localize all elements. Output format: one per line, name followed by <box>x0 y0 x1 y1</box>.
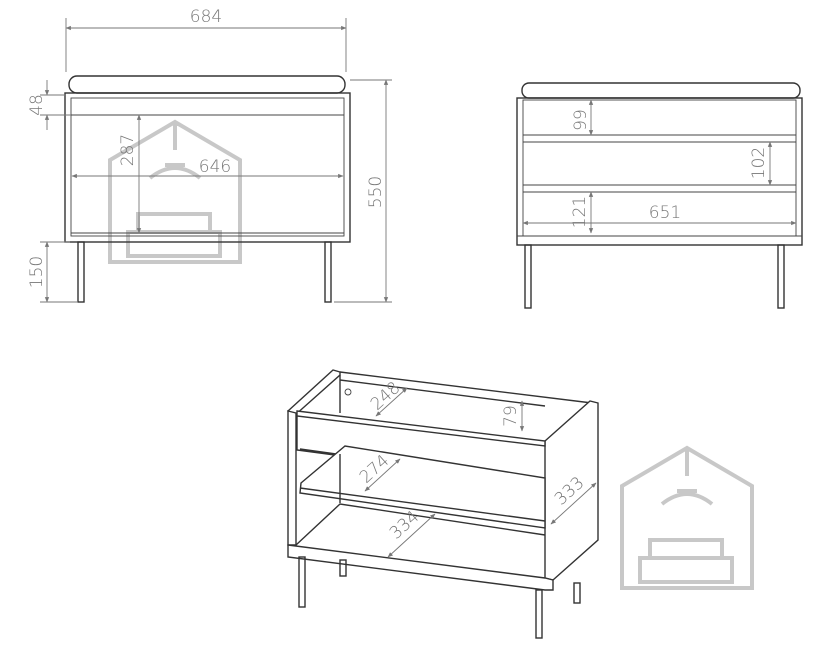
dim-bottom-compartment: 121 <box>570 196 590 228</box>
dim-middle-compartment: 102 <box>749 147 769 179</box>
back-view: 99 102 121 651 <box>516 82 803 309</box>
dim-leg-height: 150 <box>27 256 47 288</box>
watermark-house-logo-icon <box>108 119 242 264</box>
dim-top-compartment: 99 <box>571 109 591 131</box>
dim-top-height: 48 <box>27 94 47 116</box>
dim-inner-width: 646 <box>199 157 231 177</box>
isometric-view: 248 79 274 334 333 <box>286 369 599 639</box>
watermark-house-logo-icon <box>620 445 754 590</box>
front-view: 684 48 287 646 550 150 <box>27 7 392 303</box>
dim-inner-width-back: 651 <box>649 203 681 223</box>
dim-total-height: 550 <box>366 176 386 208</box>
dim-top-rail: 79 <box>501 405 521 427</box>
dim-width-total: 684 <box>190 7 222 27</box>
dim-inner-height: 287 <box>118 134 138 166</box>
